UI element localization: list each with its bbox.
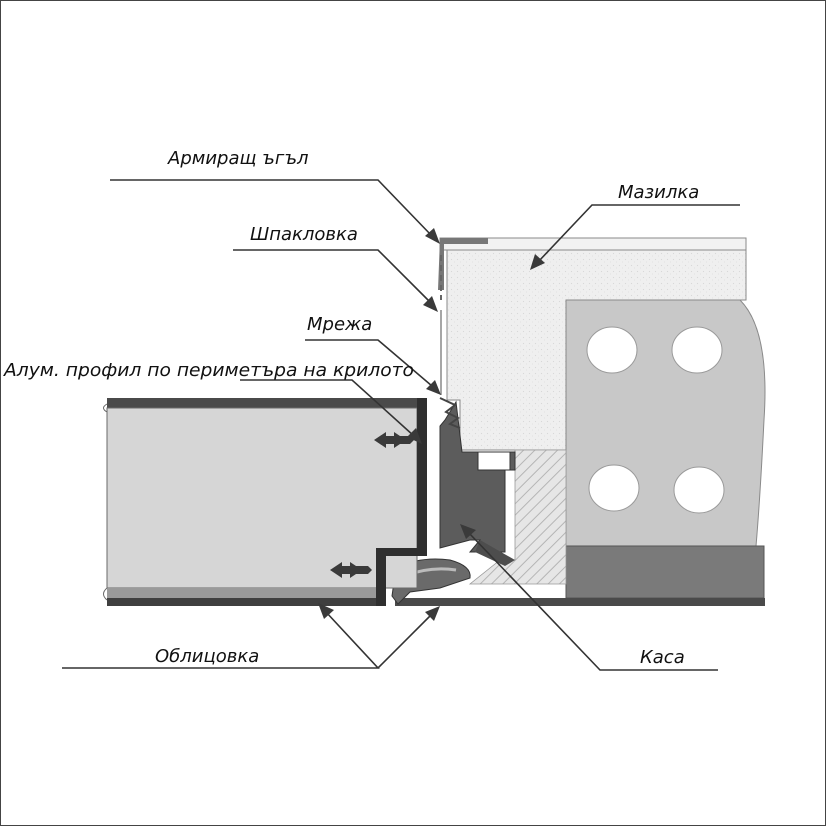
label-cladding: Облицовка [155, 646, 259, 667]
leader-plaster [530, 204, 740, 270]
leader-alu-profile [240, 379, 422, 444]
label-mesh: Мрежа [307, 314, 372, 335]
label-putty: Шпакловка [250, 224, 358, 245]
label-plaster: Мазилка [618, 182, 699, 203]
block-hole [588, 464, 640, 512]
leader-mesh [305, 339, 441, 395]
door-leaf [103, 398, 427, 606]
leader-cladding [62, 603, 440, 669]
label-frame: Каса [640, 647, 685, 668]
base-slab [395, 545, 765, 606]
anchor-dowel [330, 562, 372, 578]
corner-bead [438, 238, 488, 290]
label-alu-profile: Алум. профил по периметъра на крилото [3, 360, 414, 381]
leader-corner-bead [110, 179, 440, 244]
mesh-strip [439, 255, 461, 429]
masonry-block [565, 299, 766, 547]
block-hole [673, 466, 725, 514]
leader-putty [233, 249, 438, 312]
block-hole [586, 326, 638, 374]
anchor-dowel [374, 432, 414, 448]
leader-frame [460, 524, 718, 671]
block-hole [671, 326, 723, 374]
label-corner-bead: Армиращ ъгъл [167, 148, 309, 169]
